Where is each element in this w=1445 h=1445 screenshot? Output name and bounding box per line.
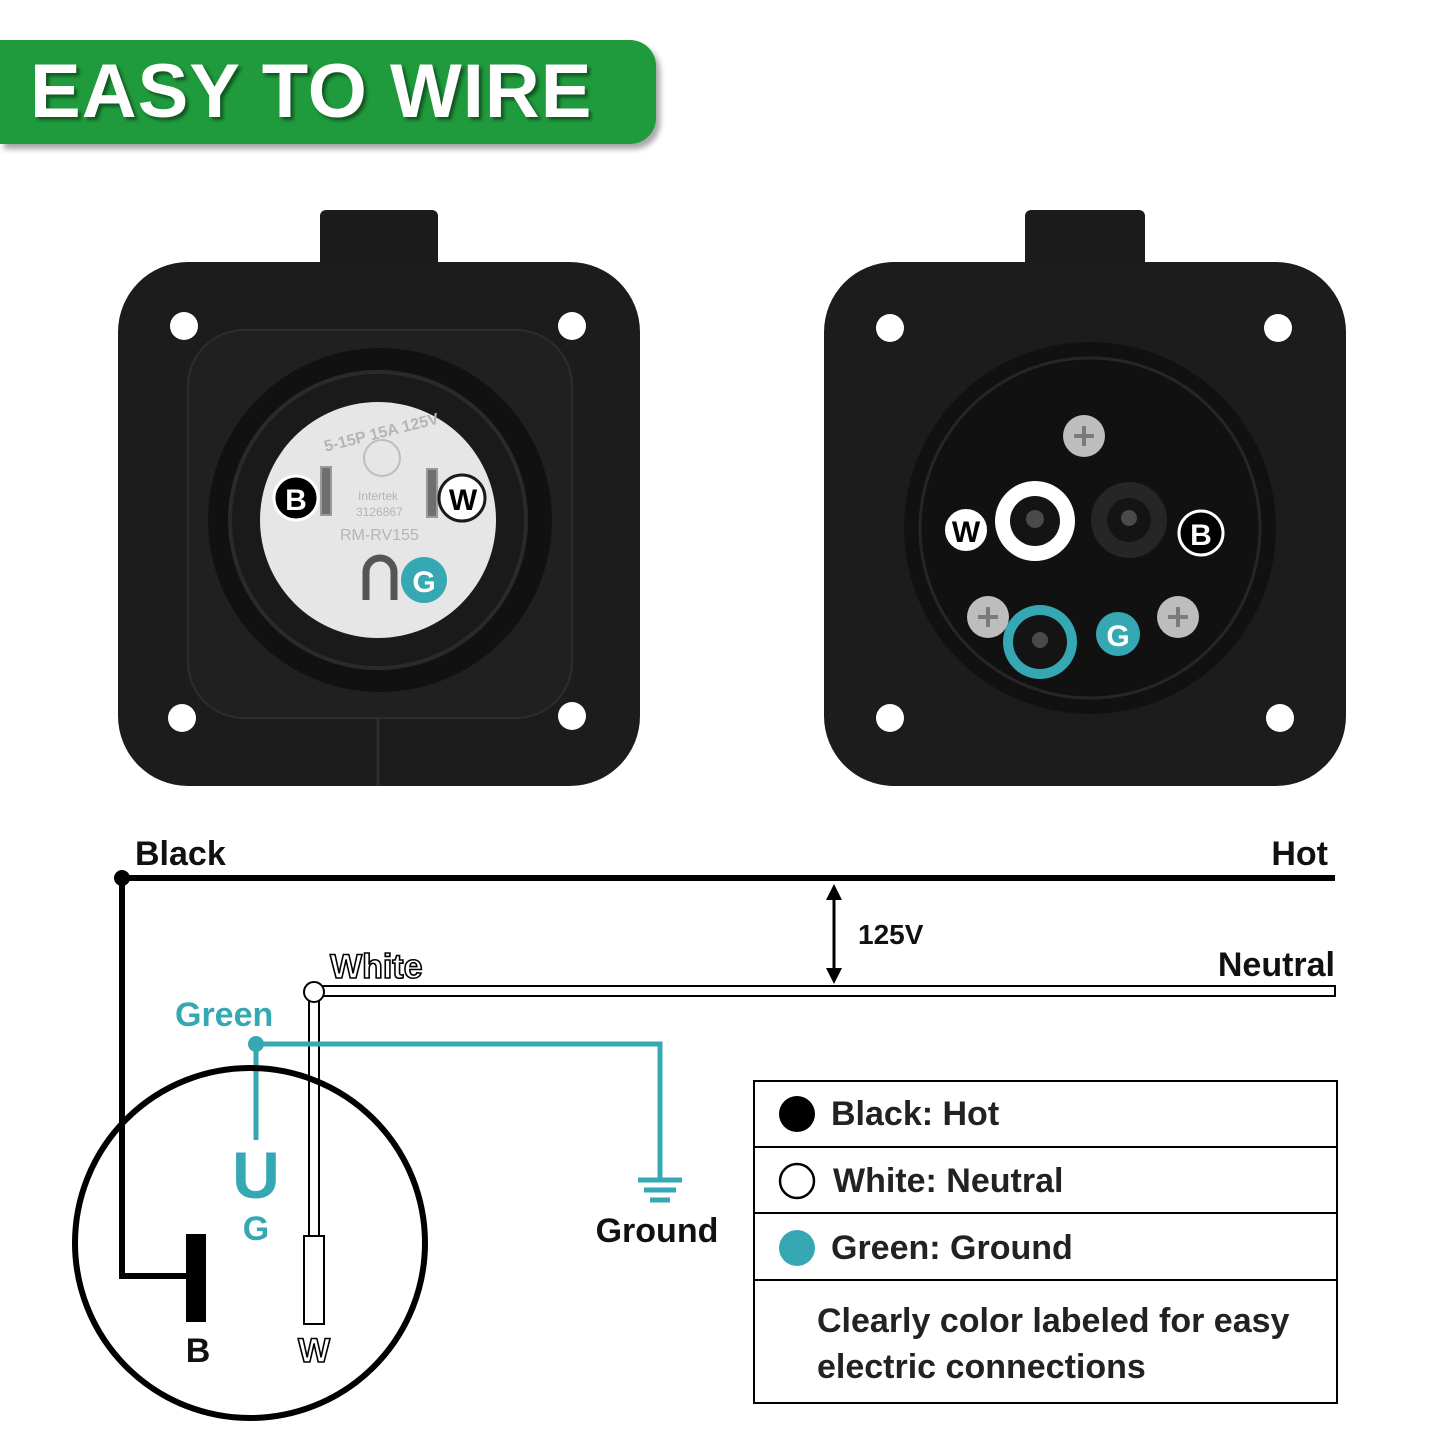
- front-outlet: 5-15P 15A 125V Intertek 3126867 RM-RV155…: [118, 210, 640, 786]
- rear-badge-g: G: [1106, 620, 1129, 653]
- front-badge-w: W: [449, 484, 478, 517]
- rear-outlet: W B G: [824, 210, 1346, 786]
- front-badge-g: G: [412, 566, 435, 599]
- black-wire: [119, 878, 190, 1279]
- legend-row-black: Black: Hot: [831, 1095, 1000, 1133]
- legend-table: [753, 1080, 1338, 1404]
- face-text-brand: Intertek: [358, 489, 399, 503]
- ground-junction: [248, 1036, 264, 1052]
- plug-b-label: B: [186, 1332, 211, 1370]
- plug-w-label: W: [298, 1332, 331, 1370]
- rear-badge-b: B: [1190, 519, 1212, 552]
- plug-blade-w: [303, 1235, 325, 1325]
- legend-row-green: Green: Ground: [831, 1229, 1073, 1267]
- black-badge-circle: [272, 474, 320, 522]
- ground-wire: [256, 1041, 663, 1178]
- title-banner: [0, 40, 656, 144]
- voltage-label: 125V: [858, 919, 924, 950]
- wiring-diagram: Black Hot 125V White Neutral Green Groun…: [72, 835, 1336, 1421]
- legend-white-swatch: [778, 1162, 816, 1200]
- front-badge-b: B: [285, 484, 307, 517]
- neutral-line: [315, 985, 1336, 997]
- plug-ground-pin: U: [232, 1138, 280, 1212]
- hot-label: Hot: [1271, 835, 1328, 873]
- green-badge-circle: [401, 557, 447, 603]
- white-label: White: [330, 948, 423, 986]
- green-label: Green: [175, 996, 273, 1034]
- white-wire: [308, 993, 320, 1237]
- face-text-model: RM-RV155: [340, 527, 419, 544]
- face-text-id: 3126867: [356, 505, 403, 519]
- plug-g-label: G: [243, 1210, 269, 1248]
- banner-title: EASY TO WIRE: [30, 49, 593, 134]
- legend-note: Clearly color labeled for easy electric …: [817, 1302, 1290, 1386]
- ground-label: Ground: [596, 1212, 719, 1250]
- neutral-label: Neutral: [1218, 946, 1335, 984]
- rear-badge-w: W: [952, 516, 981, 549]
- white-badge-circle: [437, 473, 487, 523]
- legend-green-swatch: [779, 1230, 815, 1266]
- neutral-junction: [303, 981, 325, 1003]
- black-label: Black: [135, 835, 226, 873]
- plug-blade-b: [186, 1234, 206, 1322]
- legend-black-swatch: [779, 1096, 815, 1132]
- plug-face-circle: [72, 1065, 428, 1421]
- legend-row-white: White: Neutral: [833, 1162, 1064, 1200]
